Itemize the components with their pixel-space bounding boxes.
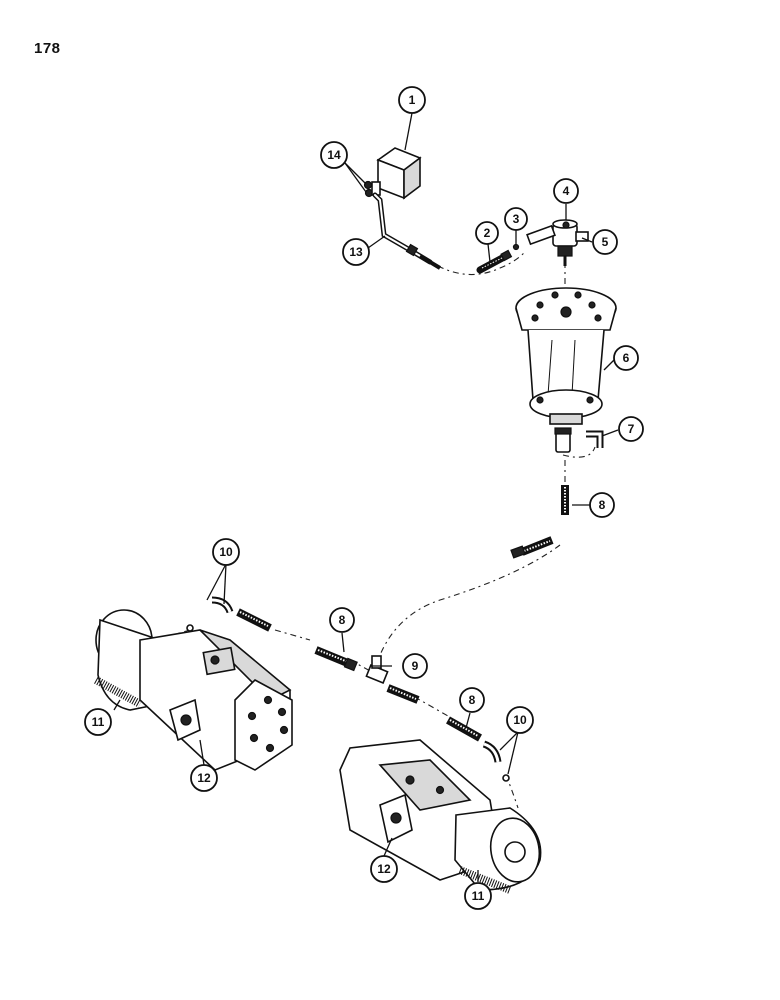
svg-text:1: 1 [409,93,416,107]
svg-text:5: 5 [602,235,609,249]
callout-3: 3 [504,207,528,231]
callout-13: 13 [342,238,370,266]
part-13-tube [372,192,442,270]
svg-text:3: 3 [513,212,520,226]
svg-text:8: 8 [469,693,476,707]
part-4-5-valve [526,219,589,266]
svg-text:12: 12 [197,771,211,785]
svg-text:11: 11 [472,889,485,903]
svg-text:10: 10 [513,713,527,727]
callout-7: 7 [618,416,644,442]
callout-9: 9 [402,653,428,679]
callout-10-right: 10 [506,706,534,734]
left-pump-assembly [94,609,293,771]
callout-4: 4 [553,178,579,204]
part-2-fitting [476,249,513,274]
part-8-hose-middle [314,646,358,672]
part-14-fittings [363,180,381,198]
callout-1: 1 [398,86,426,114]
svg-text:12: 12 [377,862,391,876]
svg-text:4: 4 [563,184,570,198]
part-9-tee [365,655,389,684]
svg-text:7: 7 [628,422,635,436]
callout-11-left: 11 [84,708,112,736]
svg-text:8: 8 [599,498,606,512]
part-3-oring [512,243,520,251]
callout-8-lower: 8 [459,687,485,713]
callout-8-upper: 8 [589,492,615,518]
svg-text:10: 10 [219,545,233,559]
part-1-block [376,147,422,200]
svg-text:2: 2 [484,226,491,240]
leader-lines [113,112,619,882]
callout-11-right: 11 [464,882,492,910]
svg-text:8: 8 [339,613,346,627]
part-6-canister [515,287,617,425]
callout-5: 5 [592,229,618,255]
svg-text:6: 6 [623,351,630,365]
callout-14: 14 [320,141,348,169]
callout-12-right: 12 [370,855,398,883]
svg-text:13: 13 [349,245,363,259]
svg-text:9: 9 [412,659,419,673]
callout-6: 6 [613,345,639,371]
part-7-fittings [554,427,604,453]
callout-10-left: 10 [212,538,240,566]
callout-12-left: 12 [190,764,218,792]
part-8-hose-lower [386,684,482,742]
part-8-hose-upper [510,485,569,559]
page-number: 178 [34,40,61,57]
callout-2: 2 [475,221,499,245]
callout-8-middle: 8 [329,607,355,633]
right-pump-assembly [339,739,542,894]
svg-text:14: 14 [327,148,341,162]
part-10-left-fittings [186,596,272,632]
svg-text:11: 11 [92,715,105,729]
part-10-right-fittings [482,740,510,782]
